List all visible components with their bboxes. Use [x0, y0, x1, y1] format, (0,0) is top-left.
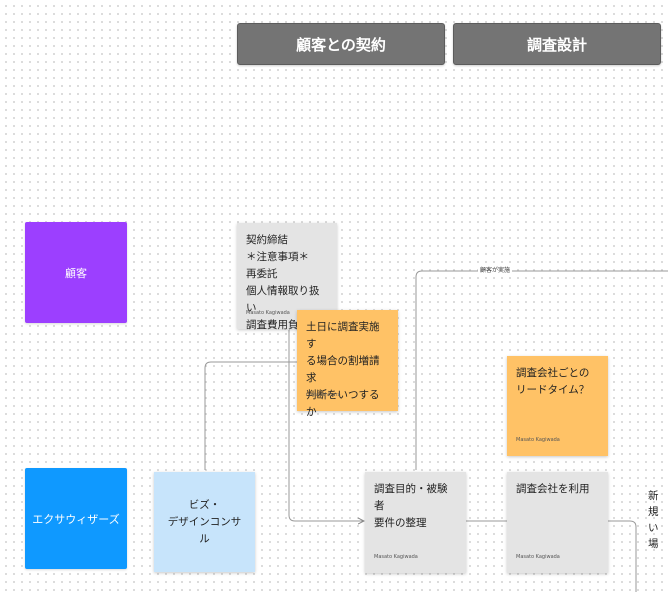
- lane-label: 顧客: [65, 266, 87, 280]
- phase-header-survey-design[interactable]: 調査設計: [453, 23, 661, 65]
- sticky-author: Masato Kagiwada: [374, 554, 418, 560]
- sticky-author: ryota ishihara: [306, 392, 341, 398]
- sticky-purpose-requirements[interactable]: 調査目的・被験者 要件の整理 Masato Kagiwada: [365, 472, 466, 573]
- sticky-text: 調査目的・被験者 要件の整理: [374, 483, 448, 529]
- sticky-text: 調査会社を利用: [516, 483, 590, 495]
- sticky-biz-design-consult[interactable]: ビズ・ デザインコンサル: [154, 472, 255, 572]
- connector-purpose-to-customer[interactable]: [415, 270, 668, 470]
- sticky-text: 土日に調査実施す る場合の割増請求 判断をいつするか: [306, 321, 380, 418]
- sticky-text: 契約締結 ＊注意事項＊ 再委託 個人情報取り扱い 調査費用負担: [246, 234, 320, 331]
- lane-exawizards[interactable]: エクサウィザーズ: [25, 468, 127, 569]
- phase-header-label: 顧客との契約: [296, 35, 386, 54]
- lane-customer[interactable]: 顧客: [25, 222, 127, 323]
- connector-contract-to-purpose[interactable]: [288, 330, 364, 521]
- lane-label: エクサウィザーズ: [32, 512, 120, 526]
- sticky-contract[interactable]: 契約締結 ＊注意事項＊ 再委託 個人情報取り扱い 調査費用負担 Masato K…: [237, 223, 337, 331]
- connector-biz-to-saturday[interactable]: [204, 361, 297, 470]
- sticky-text: 調査会社ごとの リードタイム？: [516, 367, 590, 396]
- sticky-use-survey-company[interactable]: 調査会社を利用 Masato Kagiwada: [507, 472, 608, 573]
- phase-header-label: 調査設計: [526, 35, 587, 54]
- sticky-author: Masato Kagiwada: [246, 310, 290, 316]
- sticky-author: Masato Kagiwada: [516, 554, 560, 560]
- clipped-node-text: 新規 い場: [648, 490, 659, 550]
- connector-label: 顧客が実施: [478, 267, 513, 275]
- sticky-author: Masato Kagiwada: [516, 437, 560, 443]
- sticky-saturday-surcharge[interactable]: 土日に調査実施す る場合の割増請求 判断をいつするか ryota ishihar…: [297, 310, 398, 418]
- connector-company-right[interactable]: [608, 520, 637, 592]
- sticky-text: ビズ・ デザインコンサル: [167, 498, 242, 545]
- phase-header-contract[interactable]: 顧客との契約: [237, 23, 445, 65]
- sticky-lead-time[interactable]: 調査会社ごとの リードタイム？ Masato Kagiwada: [507, 356, 608, 456]
